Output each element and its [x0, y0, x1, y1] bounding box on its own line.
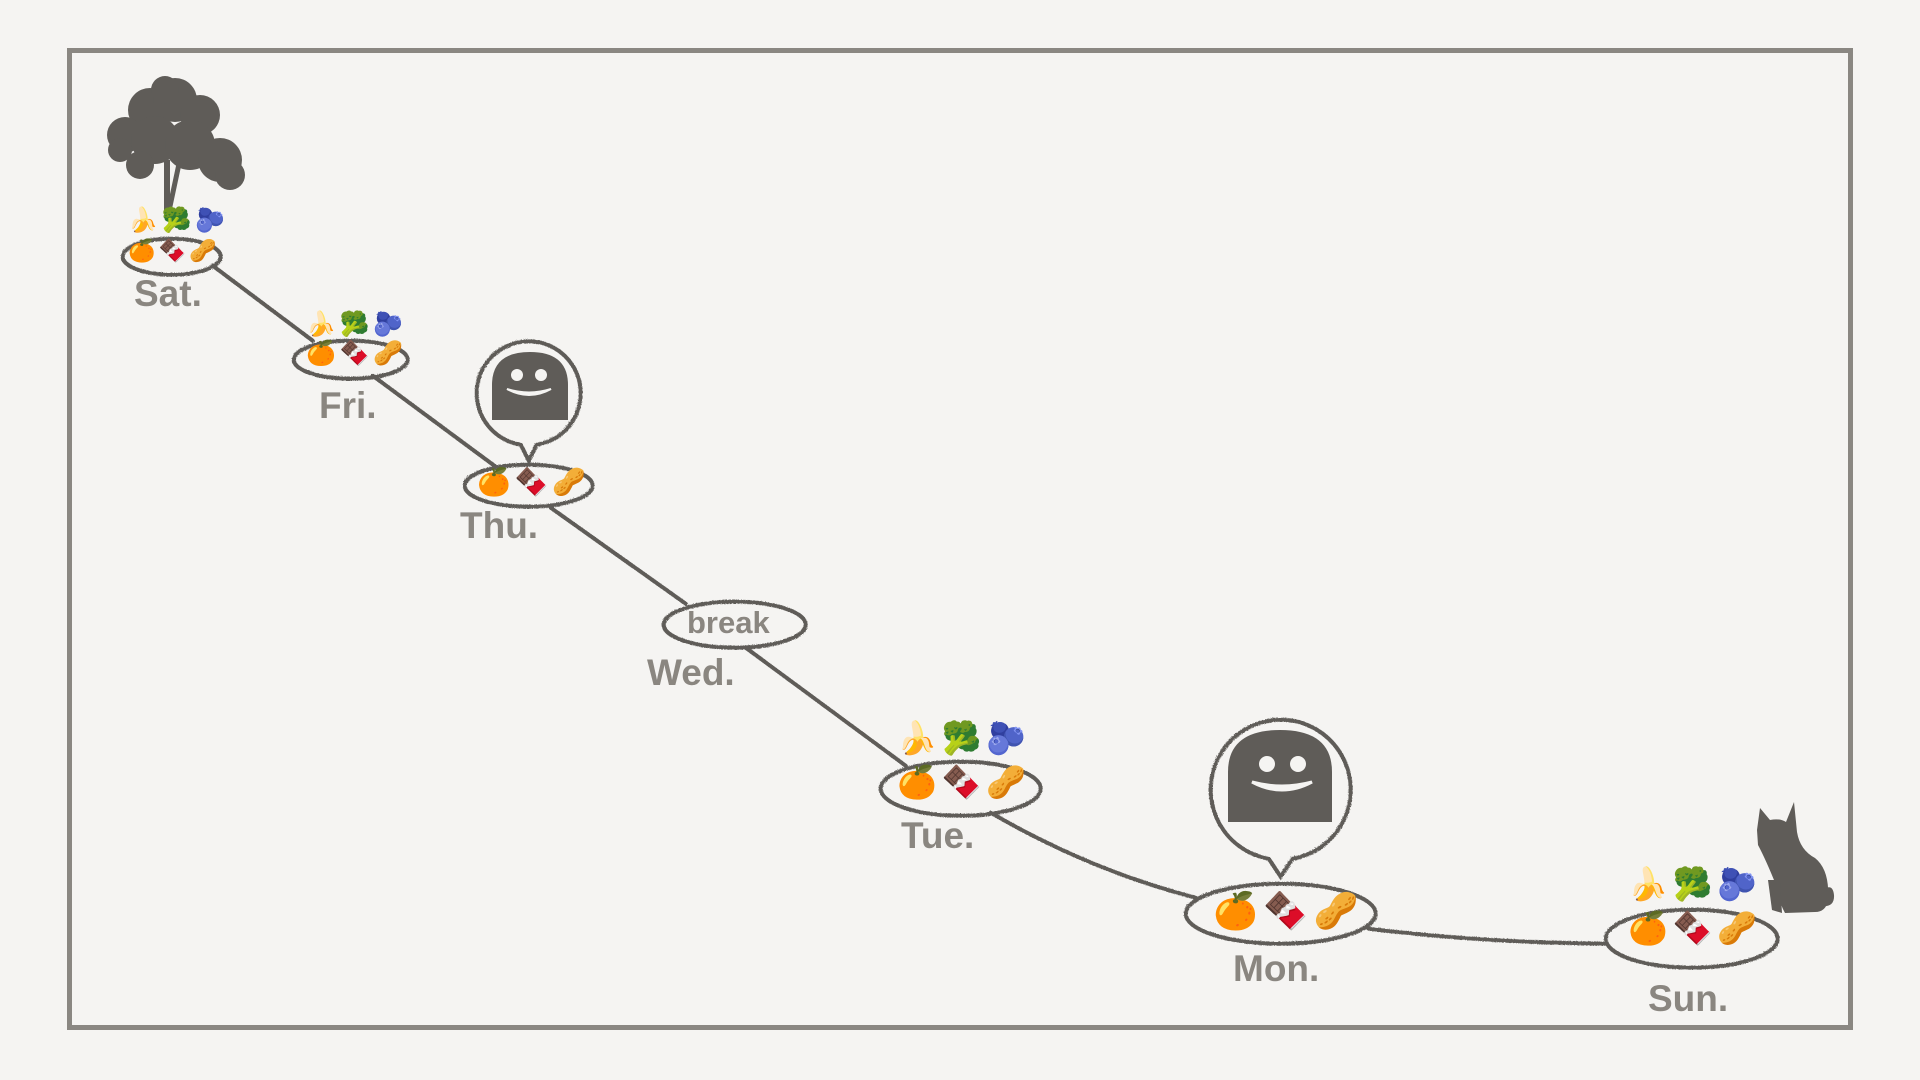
- chocolate-icon: 🍫: [339, 340, 370, 367]
- peanuts-icon: 🥜: [189, 238, 217, 263]
- food-row-top-sun: 🍌🥦🫐: [1628, 868, 1762, 900]
- day-label-fri: Fri.: [319, 385, 377, 426]
- diagram-frame: [67, 48, 1853, 1030]
- food-row-top-tue: 🍌🥦🫐: [897, 722, 1031, 754]
- path-segment-thu-wed: [548, 505, 687, 605]
- path-segment-tue-mon: [988, 810, 1197, 899]
- food-row-top-fri: 🍌🥦🫐: [306, 313, 406, 337]
- day-label-tue: Tue.: [901, 815, 975, 856]
- blueberries-icon: 🫐: [986, 720, 1027, 756]
- plate-tue: [878, 759, 1042, 817]
- peanuts-icon: 🥜: [1717, 910, 1758, 946]
- orange-icon: 🍊: [1213, 890, 1258, 931]
- broccoli-icon: 🥦: [1672, 866, 1713, 902]
- blueberries-icon: 🫐: [1717, 866, 1758, 902]
- food-row-bottom-sun: 🍊🍫🥜: [1628, 912, 1762, 944]
- plate-mon: [1183, 881, 1377, 945]
- day-label-sun: Sun.: [1648, 978, 1729, 1019]
- chocolate-icon: 🍫: [941, 764, 982, 800]
- chocolate-icon: 🍫: [158, 238, 187, 263]
- speech-bubble-mon: [1208, 717, 1352, 880]
- path-segment-sat-fri: [210, 263, 314, 342]
- day-label-wed: Wed.: [647, 652, 735, 693]
- plate-fri: [291, 338, 409, 380]
- chocolate-icon: 🍫: [514, 467, 549, 497]
- broccoli-icon: 🥦: [339, 311, 370, 338]
- blueberries-icon: 🫐: [194, 207, 225, 234]
- day-label-mon: Mon.: [1233, 948, 1320, 989]
- orange-icon: 🍊: [477, 467, 511, 497]
- chocolate-icon: 🍫: [1672, 910, 1713, 946]
- blueberries-icon: 🫐: [372, 311, 403, 338]
- peanuts-icon: 🥜: [372, 340, 403, 367]
- peanuts-icon: 🥜: [552, 467, 586, 497]
- plate-sat: [120, 236, 222, 276]
- broccoli-icon: 🥦: [941, 720, 982, 756]
- orange-icon: 🍊: [306, 340, 336, 367]
- food-row-bottom-tue: 🍊🍫🥜: [897, 766, 1031, 798]
- food-row-bottom-fri: 🍊🍫🥜: [306, 342, 406, 366]
- food-row-bottom-thu: 🍊🍫🥜: [477, 469, 590, 496]
- food-row-bottom-mon: 🍊🍫🥜: [1213, 893, 1364, 929]
- speech-bubble-thu: [474, 338, 582, 465]
- plate-sun: [1603, 907, 1779, 969]
- banana-icon: 🍌: [128, 207, 158, 234]
- day-label-thu: Thu.: [460, 505, 539, 546]
- orange-icon: 🍊: [128, 238, 156, 263]
- peanuts-icon: 🥜: [986, 764, 1027, 800]
- orange-icon: 🍊: [897, 764, 937, 800]
- day-label-sat: Sat.: [134, 273, 202, 314]
- tree-icon: [107, 76, 245, 211]
- ghost-icon-mon: [1228, 730, 1332, 822]
- break-text: break: [687, 605, 770, 640]
- banana-icon: 🍌: [306, 311, 336, 338]
- ghost-icon-thu: [492, 352, 568, 420]
- cat-icon: [1757, 802, 1835, 913]
- path-segment-wed-tue: [743, 645, 907, 767]
- chocolate-icon: 🍫: [1263, 890, 1309, 931]
- banana-icon: 🍌: [1628, 866, 1668, 902]
- food-row-top-sat: 🍌🥦🫐: [128, 209, 228, 233]
- peanuts-icon: 🥜: [1313, 890, 1359, 931]
- banana-icon: 🍌: [897, 720, 937, 756]
- path-segment-fri-thu: [370, 373, 497, 468]
- plate-wed: [661, 599, 807, 649]
- broccoli-icon: 🥦: [161, 207, 192, 234]
- orange-icon: 🍊: [1628, 910, 1668, 946]
- food-row-bottom-sat: 🍊🍫🥜: [128, 240, 220, 262]
- path-segment-mon-sun: [1366, 926, 1607, 945]
